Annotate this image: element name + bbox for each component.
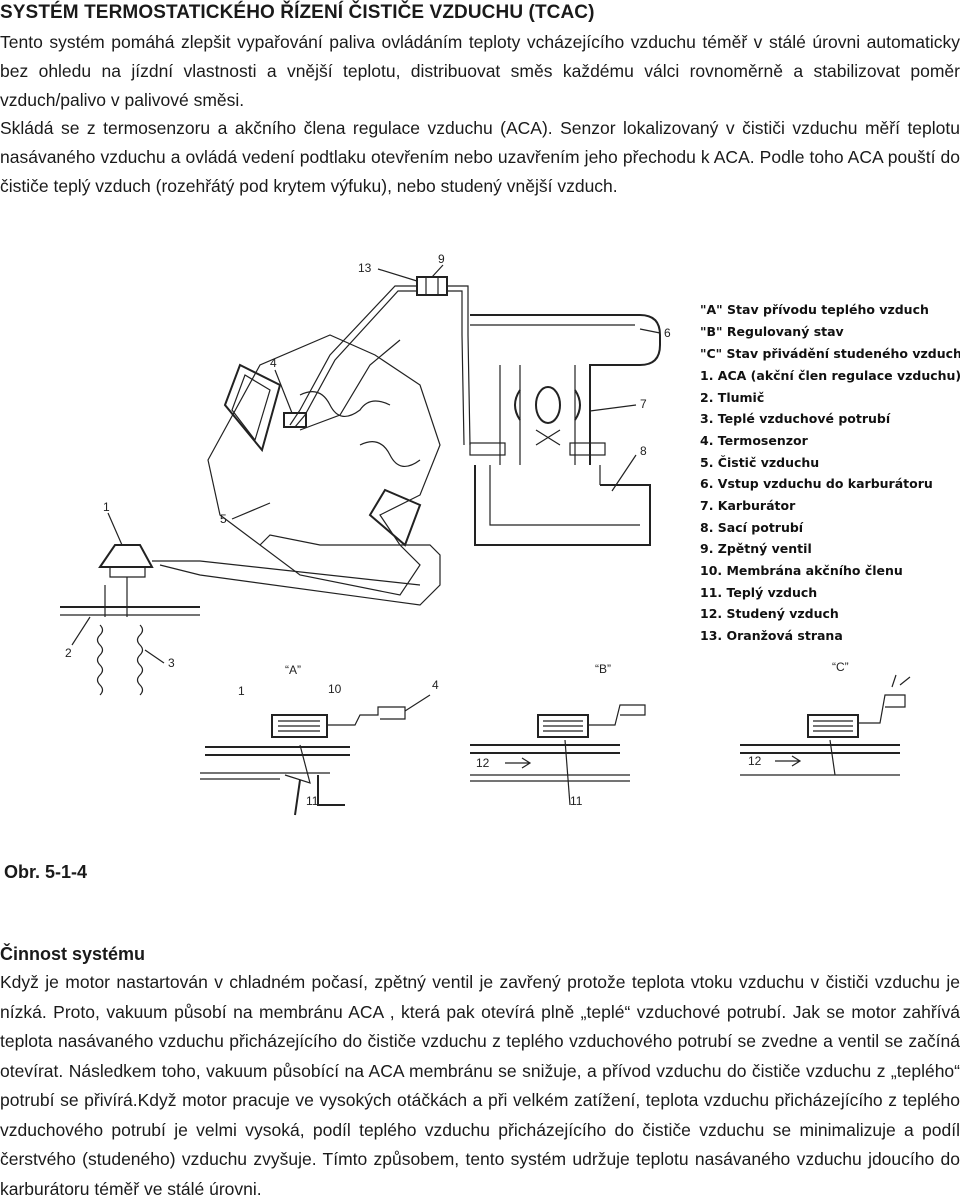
carburetor-assembly	[469, 314, 661, 546]
callout-c12: 12	[748, 754, 762, 768]
diagram-legend: "A" Stav přívodu teplého vzduch "B" Regu…	[700, 302, 960, 643]
state-a-diagram: “A” 1 10 4 11	[200, 663, 439, 816]
document-heading: SYSTÉM TERMOSTATICKÉHO ŘÍZENÍ ČISTIČE VZ…	[0, 2, 595, 23]
state-a-label: “A”	[285, 663, 301, 677]
check-valve	[416, 276, 448, 296]
state-c-label: “C”	[832, 660, 849, 674]
legend-item: 4. Termosenzor	[700, 433, 809, 448]
air-cleaner	[159, 334, 441, 606]
legend-item: 13. Oranžová strana	[700, 628, 843, 643]
figure-label: Obr. 5-1-4	[4, 862, 88, 882]
legend-item: 1. ACA (akční člen regulace vzduchu)	[700, 368, 960, 383]
callout-a10: 10	[328, 682, 342, 696]
legend-item: 7. Karburátor	[700, 498, 796, 513]
callout-8: 8	[640, 444, 647, 458]
legend-item: 9. Zpětný ventil	[700, 541, 812, 556]
state-c-diagram: “C” 12	[740, 660, 911, 776]
callout-7: 7	[640, 397, 647, 411]
aca-actuator	[60, 544, 421, 696]
callout-9: 9	[438, 252, 445, 266]
callout-a1: 1	[238, 684, 245, 698]
legend-item: 8. Sací potrubí	[700, 520, 804, 535]
callout-4: 4	[270, 356, 277, 370]
callout-b12: 12	[476, 756, 490, 770]
callout-a11: 11	[306, 794, 319, 808]
callout-6: 6	[664, 326, 671, 340]
legend-item: 6. Vstup vzduchu do karburátoru	[700, 476, 933, 491]
legend-item: "A" Stav přívodu teplého vzduch	[700, 302, 929, 317]
vacuum-lines	[289, 285, 471, 446]
legend-item: 12. Studený vzduch	[700, 606, 839, 621]
callout-1: 1	[103, 500, 110, 514]
legend-item: "C" Stav přivádění studeného vzduchu	[700, 346, 960, 361]
operation-paragraph: Když je motor nastartován v chladném poč…	[0, 972, 960, 1199]
tcac-diagram: 9 13 4 5 1 2 3 6 7 8 "A" Stav přívodu te…	[60, 252, 960, 816]
state-b-diagram: “B” 12 11	[470, 662, 646, 808]
callout-3: 3	[168, 656, 175, 670]
section-heading: Činnost systému	[0, 944, 146, 964]
main-callouts: 9 13 4 5 1 2 3 6 7 8	[65, 252, 671, 670]
legend-item: 2. Tlumič	[700, 390, 764, 405]
legend-item: 10. Membrána akčního členu	[700, 563, 903, 578]
state-b-label: “B”	[595, 662, 611, 676]
callout-a4: 4	[432, 678, 439, 692]
callout-13: 13	[358, 261, 372, 275]
legend-item: 11. Teplý vzduch	[700, 585, 817, 600]
legend-item: "B" Regulovaný stav	[700, 324, 844, 339]
legend-item: 3. Teplé vzduchové potrubí	[700, 411, 891, 426]
composition-paragraph: Skládá se z termosenzoru a akčního člena…	[0, 118, 960, 196]
callout-5: 5	[220, 512, 227, 526]
callout-2: 2	[65, 646, 72, 660]
callout-b11: 11	[570, 794, 583, 808]
legend-item: 5. Čistič vzduchu	[700, 455, 819, 470]
intro-paragraph: Tento systém pomáhá zlepšit vypařování p…	[0, 32, 960, 110]
